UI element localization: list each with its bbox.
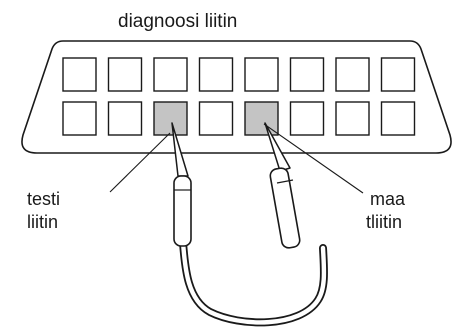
test-pin — [153, 101, 188, 136]
ground-callout-line — [263, 123, 364, 194]
pin-r1-c2 — [107, 57, 143, 92]
pin-r2-c2 — [107, 101, 143, 136]
test-callout-line — [109, 132, 171, 193]
ground-probe — [264, 122, 301, 249]
pin-r2-c1 — [62, 101, 97, 136]
ground-callout-label-line1: maa — [370, 189, 406, 209]
pin-r1-c4 — [198, 57, 234, 92]
probe-wire-core — [180, 239, 327, 325]
ground-callout-label-line2: tliitin — [366, 212, 402, 232]
test-callout-label-line1: testi — [27, 189, 60, 209]
test-callout-label-line2: liitin — [27, 212, 58, 232]
pin-r1-c5 — [244, 57, 279, 92]
pin-r1-c7 — [335, 57, 370, 92]
pin-r1-c1 — [62, 57, 97, 92]
test-probe — [171, 122, 192, 247]
ground-probe-handle — [269, 167, 301, 249]
pin-grid — [62, 57, 416, 136]
pin-r2-c8 — [380, 101, 416, 136]
pin-r1-c8 — [380, 57, 416, 92]
pin-r1-c3 — [153, 57, 188, 92]
pin-r2-c4 — [198, 101, 234, 136]
diagram-title: diagnoosi liitin — [118, 11, 237, 32]
pin-r2-c7 — [335, 101, 370, 136]
pin-r1-c6 — [289, 57, 325, 92]
pin-r2-c6 — [289, 101, 325, 136]
test-probe-handle — [173, 175, 192, 247]
